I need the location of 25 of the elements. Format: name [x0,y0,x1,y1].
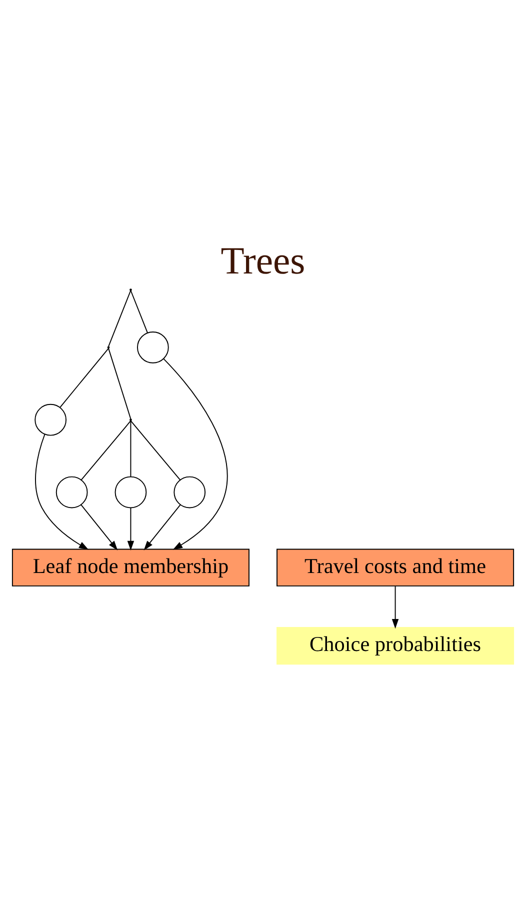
connector [60,347,109,408]
arrow [392,585,399,628]
node-circle [56,476,88,508]
connector [108,347,132,419]
arrow [127,506,134,550]
connector [80,420,132,480]
node-circle [114,476,147,508]
arrow [163,358,228,550]
node-point [130,418,132,421]
node-circle [137,331,169,363]
arrow [80,504,118,550]
node-circle [34,403,66,436]
node-box: Choice probabilities [276,626,514,664]
connector [108,290,132,346]
connector [130,420,181,480]
node-point [130,288,132,290]
node-circle [174,476,206,508]
arrow [144,504,181,550]
node-box: Leaf node membership [12,548,250,586]
diagram-title: Trees [220,240,306,282]
connector [130,290,148,333]
node-box: Travel costs and time [276,548,514,586]
node-point [107,346,110,348]
connector [130,420,132,477]
arrow [35,433,89,550]
